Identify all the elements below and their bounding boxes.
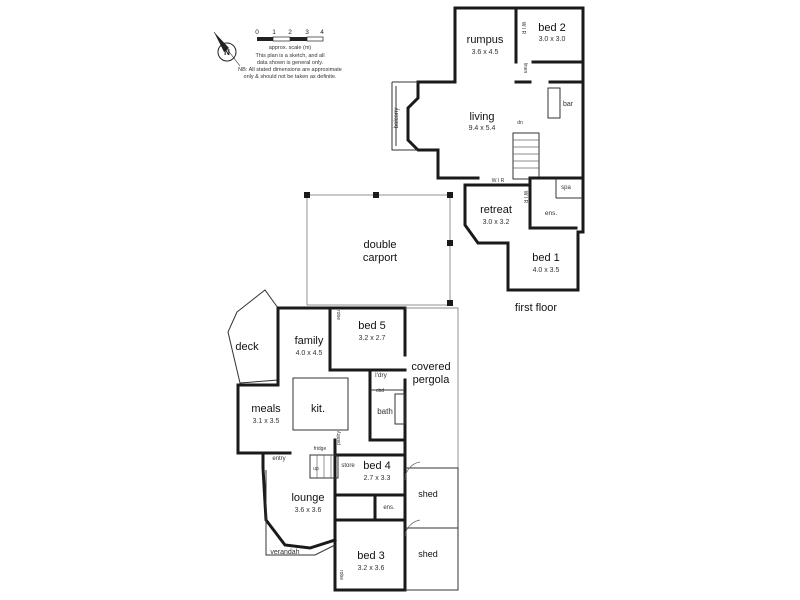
stair-up: up: [313, 466, 319, 472]
linen-upper: linen: [522, 63, 528, 74]
lounge-dim: 3.6 x 3.6: [295, 507, 322, 514]
ens-upper-label: ens.: [545, 210, 557, 217]
rumpus-dim: 3.6 x 4.5: [472, 49, 499, 56]
north-arrow-icon: N: [213, 31, 241, 67]
shed-lower-label: shed: [418, 549, 438, 559]
scale-bar: 0 1 2 3 4 approx. scale (m) This plan is…: [238, 29, 342, 80]
wir-retreat: W I R: [492, 178, 505, 184]
store-label: store: [341, 463, 355, 469]
bed2-dim: 3.0 x 3.0: [539, 36, 566, 43]
bed4-dim: 2.7 x 3.3: [364, 475, 391, 482]
plan-note-line-2: data shown is general only.: [257, 60, 324, 66]
wir-bed1: W I R: [522, 191, 528, 204]
scale-label: approx. scale (m): [269, 45, 312, 51]
bed5-label: bed 5: [358, 320, 386, 332]
meals-dim: 3.1 x 3.5: [253, 418, 280, 425]
fixture-labels: W I R linen W I R W I R dn robe cbd frid…: [313, 22, 528, 580]
cbd-label: cbd: [376, 388, 384, 394]
lounge-label: lounge: [291, 492, 324, 504]
ens-lower-label: ens.: [383, 505, 395, 511]
plan-note-line-4: only & should not be taken as definite.: [244, 74, 337, 80]
kitchen-label: kit.: [311, 403, 325, 415]
bed3-dim: 3.2 x 3.6: [358, 565, 385, 572]
carport-label-1: double: [363, 239, 396, 251]
bed4-label: bed 4: [363, 460, 391, 472]
retreat-label: retreat: [480, 204, 512, 216]
pergola-label-2: pergola: [413, 374, 451, 386]
pergola-label-1: covered: [411, 361, 450, 373]
first-floor-walls: [391, 6, 585, 292]
family-dim: 4.0 x 4.5: [296, 350, 323, 357]
balcony-label: balcony: [394, 108, 400, 129]
scale-tick-2: 2: [288, 29, 292, 36]
carport-label-2: carport: [363, 252, 397, 264]
scale-tick-4: 4: [320, 29, 324, 36]
bed2-label: bed 2: [538, 22, 566, 34]
ground-floor-walls: [227, 289, 407, 592]
ldry-label: l'dry: [375, 372, 387, 379]
plan-note-line-1: This plan is a sketch, and all: [255, 53, 324, 59]
robe-bed3: robe: [338, 570, 344, 580]
robe-bed5: robe: [335, 310, 341, 320]
living-dim: 9.4 x 5.4: [469, 125, 496, 132]
scale-tick-0: 0: [255, 29, 259, 36]
entry-label: entry: [272, 456, 285, 462]
deck-label: deck: [235, 341, 259, 353]
spa-label: spa: [561, 185, 571, 191]
bed1-dim: 4.0 x 3.5: [533, 267, 560, 274]
wir-bed2: W I R: [520, 22, 526, 35]
scale-tick-3: 3: [305, 29, 309, 36]
family-label: family: [295, 335, 324, 347]
retreat-dim: 3.0 x 3.2: [483, 219, 510, 226]
living-label: living: [469, 111, 494, 123]
verandah-label: verandah: [270, 549, 299, 556]
pergola-and-sheds: [404, 307, 459, 591]
fridge-label: fridge: [314, 446, 327, 452]
pantry-label: pantry: [336, 431, 342, 445]
north-letter: N: [224, 48, 230, 57]
room-labels: rumpus 3.6 x 4.5 bed 2 3.0 x 3.0 living …: [235, 22, 573, 572]
bed1-label: bed 1: [532, 252, 560, 264]
carport-outline: [304, 192, 453, 306]
scale-tick-1: 1: [272, 29, 276, 36]
shed-upper-label: shed: [418, 489, 438, 499]
meals-label: meals: [251, 403, 281, 415]
bed3-label: bed 3: [357, 550, 385, 562]
bed5-dim: 3.2 x 2.7: [359, 335, 386, 342]
bath-label: bath: [377, 407, 393, 416]
stair-dn: dn: [517, 120, 523, 126]
plan-note-line-3: NB: All stated dimensions are approximat…: [238, 67, 342, 73]
first-floor-label: first floor: [515, 302, 558, 314]
bar-label: bar: [563, 101, 574, 108]
rumpus-label: rumpus: [467, 34, 504, 46]
